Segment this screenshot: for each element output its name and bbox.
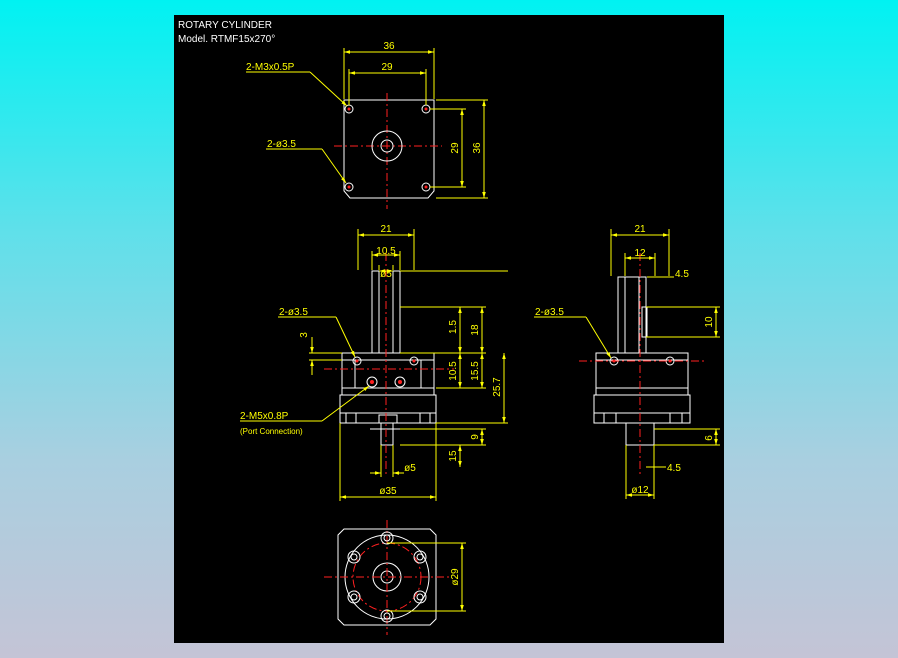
cad-drawing-canvas: ROTARY CYLINDER Model. RTMF15x270° 36 29… xyxy=(174,15,724,643)
top-callout-hole: 2-ø3.5 xyxy=(267,139,296,150)
front-dim-18: 18 xyxy=(470,324,481,336)
front-dim-10-5-body: 10.5 xyxy=(448,361,459,381)
cad-drawing: ROTARY CYLINDER Model. RTMF15x270° 36 29… xyxy=(178,20,720,635)
front-dim-3: 3 xyxy=(299,332,310,338)
bottom-dim-29: ø29 xyxy=(450,568,461,586)
side-callout-hole: 2-ø3.5 xyxy=(535,307,564,318)
front-callout-port-note: (Port Connection) xyxy=(240,427,303,436)
front-dim-10-5-top: 10.5 xyxy=(376,246,396,257)
bottom-view: ø29 xyxy=(324,520,466,635)
front-dim-35: ø35 xyxy=(379,486,397,497)
front-view: 21 10.5 ø5 3 1.5 18 10.5 15.5 25.7 9 xyxy=(240,224,508,501)
front-dim-25-7: 25.7 xyxy=(492,377,503,397)
side-dim-4-5-bottom: 4.5 xyxy=(667,463,681,474)
top-view-body-outline xyxy=(343,99,435,199)
front-dim-15-bottom: 15 xyxy=(448,450,459,462)
top-dim-29-width: 29 xyxy=(381,62,393,73)
side-dim-4-5-top: 4.5 xyxy=(675,269,689,280)
side-view: 21 12 4.5 10 6 4.5 ø12 2-ø3.5 xyxy=(534,224,720,499)
top-dim-29-height: 29 xyxy=(450,142,461,154)
title-line-2: Model. RTMF15x270° xyxy=(178,34,275,45)
front-dim-21: 21 xyxy=(380,224,392,235)
side-dim-12: 12 xyxy=(634,248,646,259)
front-view-body xyxy=(341,352,435,396)
top-view-boss xyxy=(371,130,403,162)
side-dim-6: 6 xyxy=(704,435,715,441)
front-dim-1-5-top: 1.5 xyxy=(448,320,459,334)
top-dim-36-width: 36 xyxy=(383,41,395,52)
title-line-1: ROTARY CYLINDER xyxy=(178,20,272,31)
front-dim-shaft-top: ø5 xyxy=(380,269,392,280)
front-callout-port: 2-M5x0.8P xyxy=(240,411,289,422)
front-dim-9: 9 xyxy=(470,434,481,440)
side-view-body xyxy=(595,352,689,396)
top-dim-36-height: 36 xyxy=(472,142,483,154)
side-dim-12-bottom: ø12 xyxy=(631,485,649,496)
front-callout-hole: 2-ø3.5 xyxy=(279,307,308,318)
top-view: 36 29 29 36 2-M3x0.5P 2-ø3.5 xyxy=(246,41,488,209)
side-dim-21: 21 xyxy=(634,224,646,235)
side-dim-10: 10 xyxy=(704,316,715,328)
front-dim-15-5: 15.5 xyxy=(470,361,481,381)
top-view-shaft xyxy=(380,139,394,153)
top-callout-thread: 2-M3x0.5P xyxy=(246,62,295,73)
bottom-view-outline xyxy=(337,528,437,626)
front-dim-shaft-bottom: ø5 xyxy=(404,463,416,474)
